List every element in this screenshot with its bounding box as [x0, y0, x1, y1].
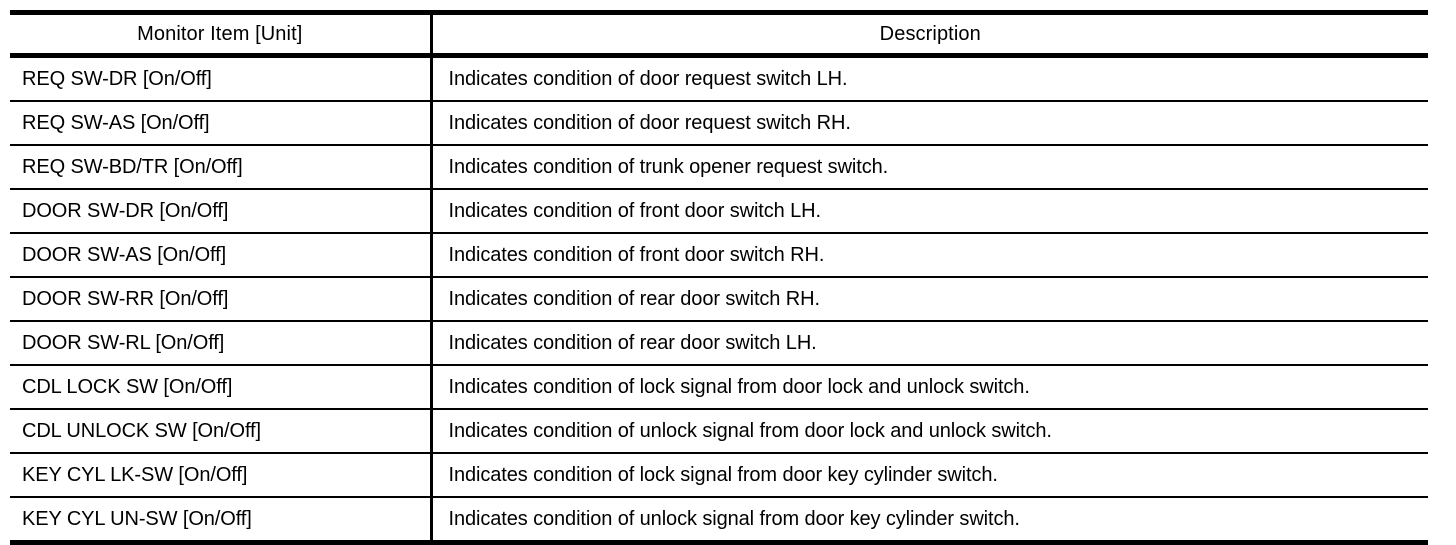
table-row: DOOR SW-RL [On/Off]Indicates condition o…: [10, 321, 1428, 366]
description-cell: Indicates condition of door request swit…: [431, 101, 1428, 146]
table-body: REQ SW-DR [On/Off]Indicates condition of…: [10, 55, 1428, 545]
monitor-item-cell: CDL LOCK SW [On/Off]: [10, 365, 433, 410]
table-row: KEY CYL UN-SW [On/Off]Indicates conditio…: [10, 497, 1428, 545]
column-header-description: Description: [431, 10, 1428, 58]
table-row: CDL UNLOCK SW [On/Off]Indicates conditio…: [10, 409, 1428, 454]
monitor-item-cell: KEY CYL LK-SW [On/Off]: [10, 453, 433, 498]
monitor-item-cell: DOOR SW-RL [On/Off]: [10, 321, 433, 366]
table-row: DOOR SW-RR [On/Off]Indicates condition o…: [10, 277, 1428, 322]
monitor-item-cell: REQ SW-DR [On/Off]: [10, 55, 433, 102]
description-cell: Indicates condition of trunk opener requ…: [431, 145, 1428, 190]
table-header-row: Monitor Item [Unit] Description: [10, 10, 1428, 58]
description-cell: Indicates condition of lock signal from …: [431, 453, 1428, 498]
description-cell: Indicates condition of front door switch…: [431, 189, 1428, 234]
description-cell: Indicates condition of lock signal from …: [431, 365, 1428, 410]
monitor-item-cell: REQ SW-AS [On/Off]: [10, 101, 433, 146]
description-cell: Indicates condition of unlock signal fro…: [431, 497, 1428, 545]
monitor-item-cell: CDL UNLOCK SW [On/Off]: [10, 409, 433, 454]
monitor-item-table-wrapper: Monitor Item [Unit] Description REQ SW-D…: [10, 10, 1428, 545]
monitor-item-cell: REQ SW-BD/TR [On/Off]: [10, 145, 433, 190]
monitor-item-cell: DOOR SW-AS [On/Off]: [10, 233, 433, 278]
table-row: DOOR SW-DR [On/Off]Indicates condition o…: [10, 189, 1428, 234]
table-row: REQ SW-AS [On/Off]Indicates condition of…: [10, 101, 1428, 146]
description-cell: Indicates condition of rear door switch …: [431, 277, 1428, 322]
table-row: CDL LOCK SW [On/Off]Indicates condition …: [10, 365, 1428, 410]
description-cell: Indicates condition of front door switch…: [431, 233, 1428, 278]
description-cell: Indicates condition of rear door switch …: [431, 321, 1428, 366]
table-row: REQ SW-BD/TR [On/Off]Indicates condition…: [10, 145, 1428, 190]
monitor-item-cell: DOOR SW-DR [On/Off]: [10, 189, 433, 234]
monitor-item-cell: DOOR SW-RR [On/Off]: [10, 277, 433, 322]
description-cell: Indicates condition of unlock signal fro…: [431, 409, 1428, 454]
table-row: KEY CYL LK-SW [On/Off]Indicates conditio…: [10, 453, 1428, 498]
table-header: Monitor Item [Unit] Description: [10, 10, 1428, 58]
table-row: DOOR SW-AS [On/Off]Indicates condition o…: [10, 233, 1428, 278]
monitor-item-table: Monitor Item [Unit] Description REQ SW-D…: [10, 10, 1428, 545]
column-header-monitor-item: Monitor Item [Unit]: [10, 10, 433, 58]
table-row: REQ SW-DR [On/Off]Indicates condition of…: [10, 55, 1428, 102]
description-cell: Indicates condition of door request swit…: [431, 55, 1428, 102]
monitor-item-cell: KEY CYL UN-SW [On/Off]: [10, 497, 433, 545]
